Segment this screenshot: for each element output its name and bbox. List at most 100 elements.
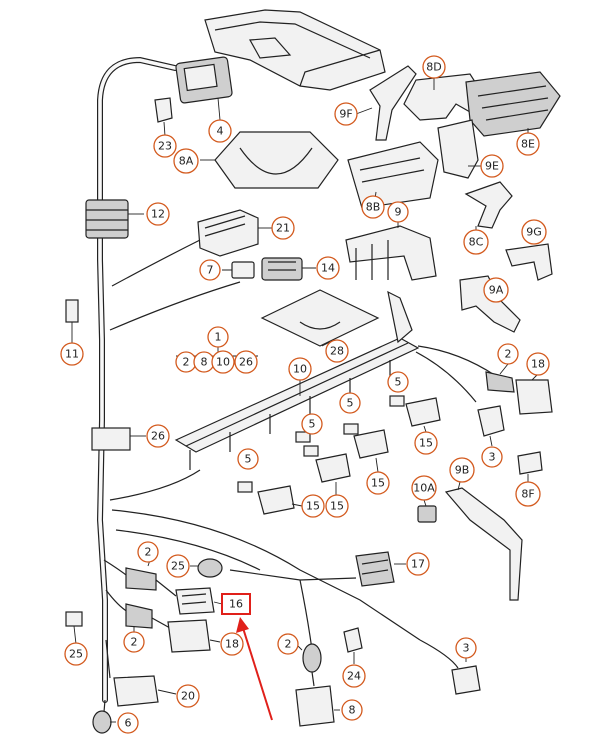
- clip-5-d: [237, 481, 253, 493]
- callout-5-c: 5: [301, 413, 323, 435]
- callout-2-top: 2: [497, 343, 519, 365]
- grommet-12: [85, 199, 129, 239]
- svg-text:8: 8: [349, 704, 356, 717]
- connector-2-mid: [125, 567, 157, 591]
- callout-15-b: 15: [366, 471, 390, 495]
- callout-9f: 9F: [334, 102, 358, 126]
- svg-text:18: 18: [531, 358, 545, 371]
- callout-3-b: 3: [455, 637, 477, 659]
- svg-text:9F: 9F: [339, 108, 352, 121]
- callout-26: 26: [146, 424, 170, 448]
- svg-text:7: 7: [207, 264, 214, 277]
- connector-2-low: [125, 603, 153, 629]
- svg-text:9G: 9G: [526, 226, 542, 239]
- bracket-8c: [464, 181, 513, 229]
- svg-text:20: 20: [181, 690, 195, 703]
- clip-5-a: [389, 395, 405, 407]
- svg-text:15: 15: [419, 437, 433, 450]
- callout-4: 4: [208, 119, 232, 143]
- svg-text:26: 26: [151, 430, 165, 443]
- svg-text:18: 18: [225, 638, 239, 651]
- callout-6: 6: [117, 712, 139, 734]
- svg-text:9: 9: [395, 206, 402, 219]
- svg-text:8D: 8D: [426, 61, 441, 74]
- svg-text:2: 2: [145, 546, 152, 559]
- callout-15-d: 15: [301, 494, 325, 518]
- connector-2-top: [485, 371, 515, 393]
- svg-text:15: 15: [371, 477, 385, 490]
- highlight-label: 16: [229, 598, 243, 611]
- svg-text:17: 17: [411, 558, 425, 571]
- wire-seal: [302, 643, 322, 673]
- callout-9e: 9E: [480, 154, 504, 178]
- callout-2-low: 2: [123, 631, 145, 653]
- svg-text:23: 23: [158, 140, 172, 153]
- callout-5-b: 5: [339, 392, 361, 414]
- svg-text:8C: 8C: [469, 236, 484, 249]
- callout-15-a: 15: [414, 431, 438, 455]
- callouts: 8D 9F 8E 9E 23 4 8A 8B 9 12 21 8C 9G 7 1…: [60, 55, 550, 734]
- red-pointer-arrow: [242, 627, 273, 721]
- clip-25-b: [65, 611, 83, 627]
- callout-8: 8: [341, 699, 363, 721]
- connector-15-d: [257, 485, 295, 515]
- svg-text:2: 2: [183, 356, 190, 369]
- svg-text:5: 5: [347, 397, 354, 410]
- callout-8e: 8E: [516, 132, 540, 156]
- control-unit: [204, 9, 386, 91]
- highlighted-part-16: 16: [213, 593, 273, 721]
- bracket-9g: [505, 243, 553, 281]
- bracket-9: [345, 225, 437, 281]
- callout-15-c: 15: [325, 494, 349, 518]
- clip-5-e: [295, 431, 311, 443]
- drawing-layer: [65, 9, 561, 734]
- red-arrow-head: [236, 617, 249, 633]
- callout-2-mid: 2: [137, 541, 159, 563]
- callout-3-a: 3: [481, 446, 503, 468]
- callout-group-1: 2 8 10 26: [175, 350, 258, 374]
- svg-text:8A: 8A: [179, 155, 194, 168]
- callout-14: 14: [316, 256, 340, 280]
- clip-5-c: [303, 445, 319, 457]
- connector-20: [113, 675, 159, 707]
- plug-25-a: [197, 558, 223, 578]
- svg-text:6: 6: [125, 717, 132, 730]
- svg-text:1: 1: [215, 331, 222, 344]
- svg-text:15: 15: [330, 500, 344, 513]
- connector-3-bottom: [451, 665, 481, 695]
- callout-8d: 8D: [422, 55, 446, 79]
- svg-text:9E: 9E: [485, 160, 499, 173]
- bracket-8a: [214, 131, 339, 189]
- highlight-box: [221, 593, 251, 615]
- svg-text:5: 5: [395, 376, 402, 389]
- callout-10a: 10A: [411, 475, 437, 501]
- clip-24: [343, 627, 363, 653]
- connector-15-c: [315, 453, 351, 483]
- connector-17: [355, 551, 395, 587]
- svg-text:10: 10: [216, 356, 230, 369]
- svg-text:24: 24: [347, 670, 361, 683]
- connector-16: [175, 587, 215, 615]
- bracket-8b: [347, 141, 439, 209]
- svg-text:21: 21: [276, 222, 290, 235]
- connector-7: [231, 261, 255, 279]
- callout-21: 21: [271, 216, 295, 240]
- callout-28: 28: [325, 339, 349, 363]
- svg-text:8B: 8B: [366, 201, 381, 214]
- callout-5-d: 5: [237, 448, 259, 470]
- callout-8a: 8A: [173, 148, 199, 174]
- svg-text:11: 11: [65, 348, 79, 361]
- callout-18-low: 18: [220, 632, 244, 656]
- callout-8c: 8C: [463, 229, 489, 255]
- callout-20: 20: [176, 684, 200, 708]
- connector-15-b: [353, 429, 389, 459]
- svg-text:5: 5: [309, 418, 316, 431]
- clip-23: [154, 97, 173, 123]
- connector-15-a: [405, 397, 441, 427]
- callout-9b: 9B: [449, 457, 475, 483]
- callout-23: 23: [153, 134, 177, 158]
- clip-8f: [517, 451, 543, 475]
- clip-5-b: [343, 423, 359, 435]
- connector-14: [261, 257, 303, 281]
